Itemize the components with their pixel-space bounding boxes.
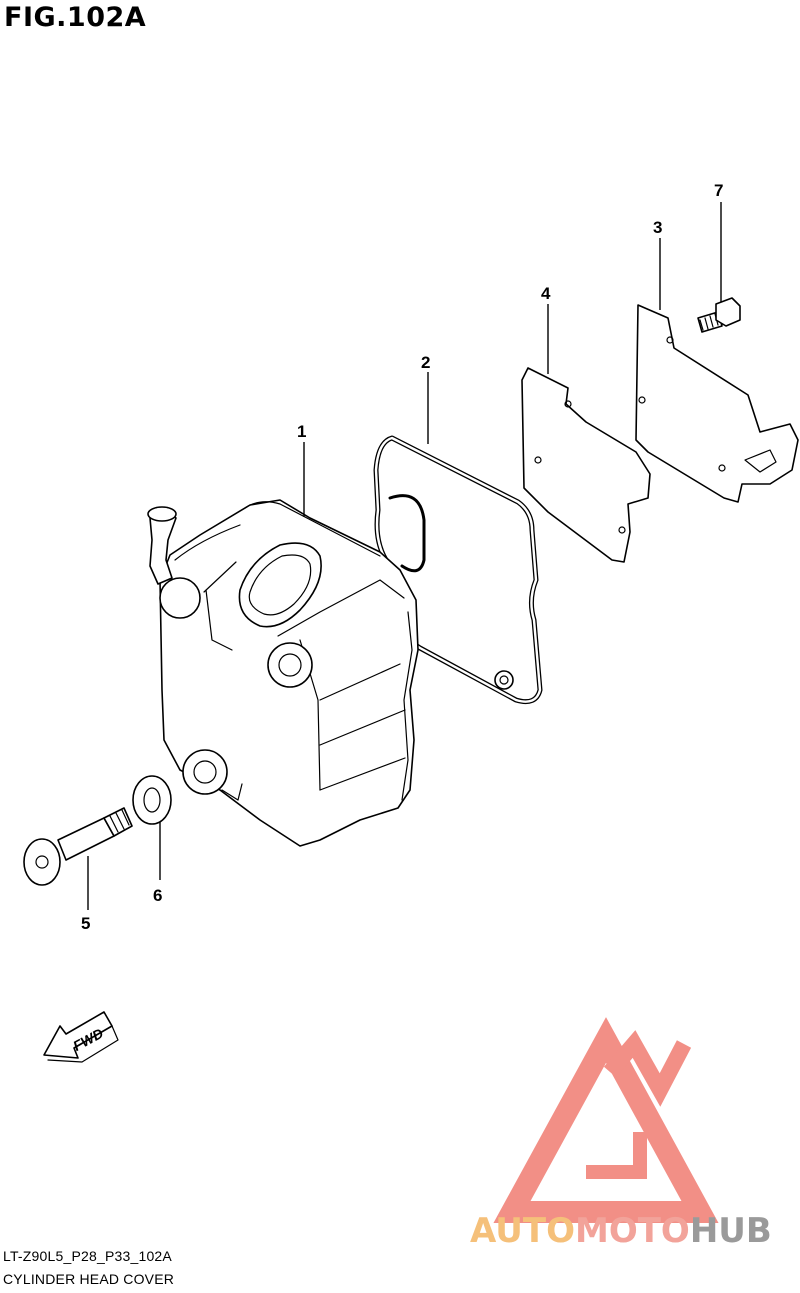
- part-1-cylinder-head-cover[interactable]: [147, 499, 419, 847]
- fwd-arrow: FWD: [43, 1011, 119, 1063]
- watermark-hub: HUB: [690, 1211, 772, 1251]
- automotohub-logo-mark: [493, 1017, 719, 1223]
- part-2-gasket[interactable]: [373, 435, 543, 705]
- callout-7: 7: [714, 181, 723, 200]
- part-4-plate[interactable]: [521, 367, 651, 563]
- callout-3: 3: [653, 218, 662, 237]
- figure-title: FIG.102A: [4, 2, 147, 33]
- callout-2: 2: [421, 353, 430, 372]
- callout-4: 4: [541, 284, 551, 303]
- callout-6: 6: [153, 886, 162, 905]
- diagram-name: CYLINDER HEAD COVER: [3, 1271, 175, 1287]
- watermark-auto: AUTO: [470, 1211, 575, 1251]
- watermark-moto: MOTO: [575, 1211, 690, 1251]
- callout-5: 5: [81, 914, 90, 933]
- callout-1: 1: [297, 422, 306, 441]
- part-3-bracket[interactable]: [635, 304, 799, 503]
- part-6-washer[interactable]: [132, 775, 172, 825]
- part-5-bolt[interactable]: [23, 807, 133, 886]
- part-7-bolt[interactable]: [697, 297, 741, 333]
- diagram-code: LT-Z90L5_P28_P33_102A: [3, 1248, 172, 1264]
- callout-leaders: [87, 202, 722, 910]
- watermark-text: AUTOMOTOHUB: [470, 1211, 772, 1251]
